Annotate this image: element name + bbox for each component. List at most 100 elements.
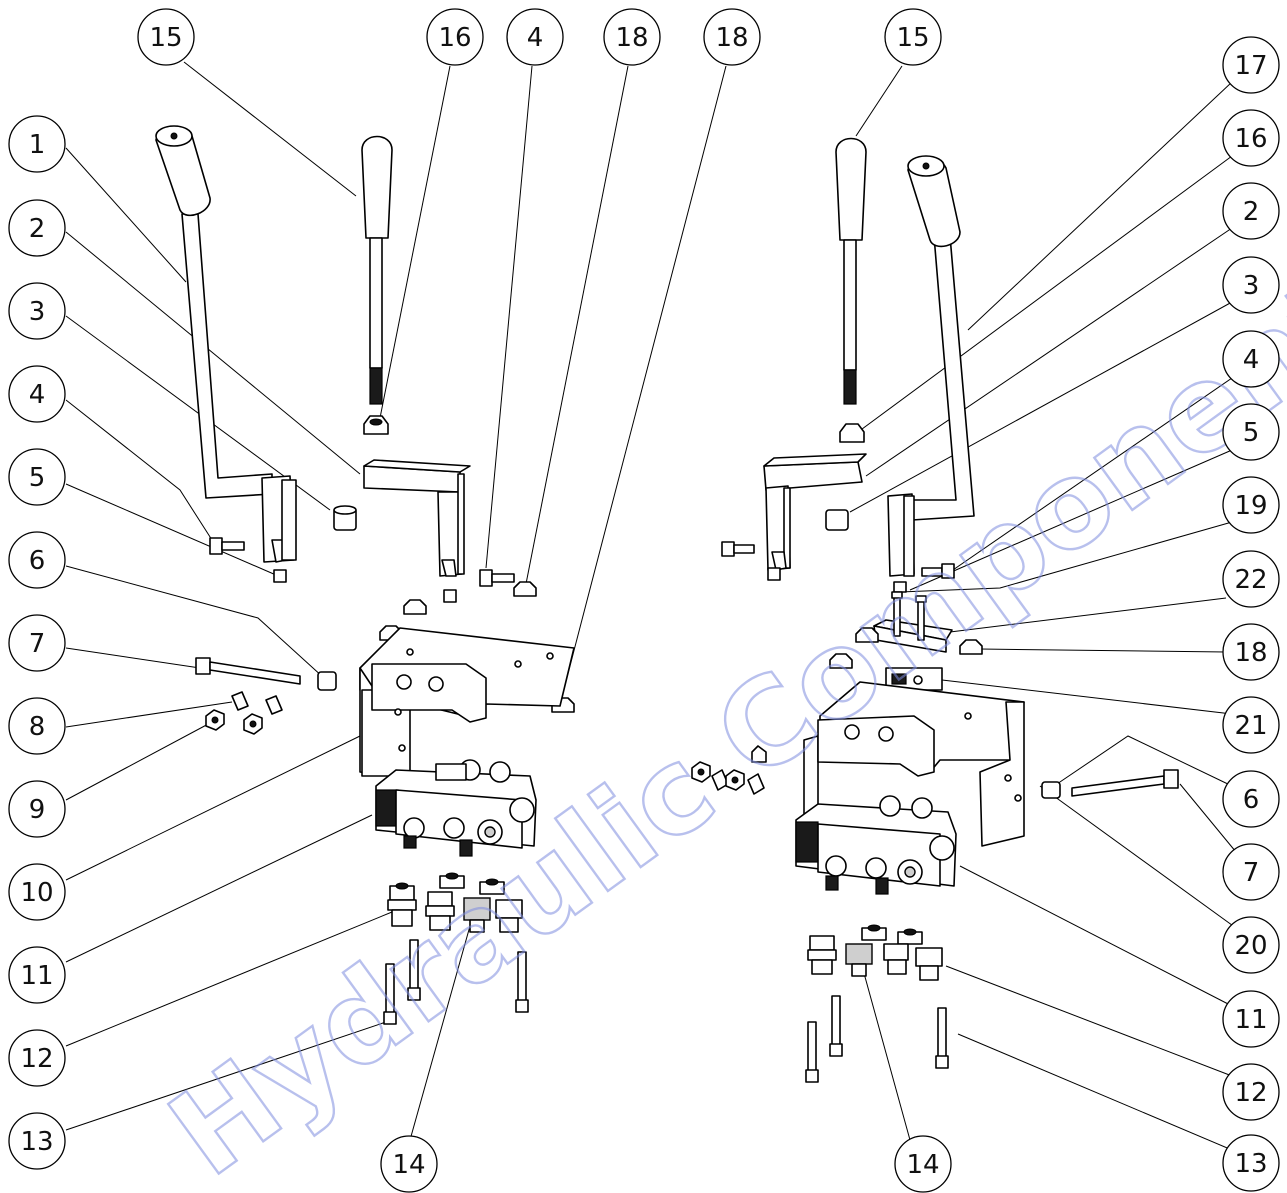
svg-text:5: 5: [29, 463, 46, 493]
left-bushing: [333, 505, 357, 531]
balloon-r-20: 20: [1222, 916, 1280, 974]
left-spacers: [273, 569, 457, 603]
left-pivot-bolts: [209, 537, 515, 587]
balloon-r-19: 19: [1222, 476, 1280, 534]
left-long-bolt: [195, 657, 301, 685]
svg-text:14: 14: [906, 1150, 939, 1180]
left-hex-nuts: [205, 709, 263, 735]
balloon-l-12: 12: [8, 1029, 66, 1087]
left-sleeve: [317, 671, 337, 691]
svg-text:3: 3: [29, 297, 46, 327]
svg-text:18: 18: [715, 23, 748, 53]
svg-text:16: 16: [1234, 124, 1267, 154]
balloon-r-3: 3: [1222, 256, 1280, 314]
left-fittings: [387, 872, 523, 933]
right-lever-handle: [907, 155, 975, 521]
balloon-l-1: 1: [8, 115, 66, 173]
right-fittings: [807, 924, 943, 981]
svg-text:9: 9: [29, 795, 46, 825]
left-lever-nut: [363, 415, 389, 435]
svg-text:20: 20: [1234, 931, 1267, 961]
svg-text:2: 2: [1243, 197, 1260, 227]
balloon-r-4: 4: [1222, 330, 1280, 388]
balloon-t-15b: 15: [884, 8, 942, 66]
balloon-t-16: 16: [426, 8, 484, 66]
balloon-r-21: 21: [1222, 696, 1280, 754]
item-balloons: 1 2 3 4 5 6 7 8 9 10 11 12 13 14 14 15 1…: [8, 8, 1280, 1193]
svg-text:4: 4: [527, 23, 544, 53]
right-spacers: [767, 567, 907, 593]
right-lever-bracket: [763, 453, 867, 571]
left-mounting-plate: [359, 627, 575, 777]
svg-text:12: 12: [1234, 1078, 1267, 1108]
svg-text:1: 1: [29, 130, 46, 160]
svg-text:22: 22: [1234, 565, 1267, 595]
svg-text:7: 7: [29, 629, 46, 659]
svg-text:15: 15: [149, 23, 182, 53]
balloon-r-5: 5: [1222, 403, 1280, 461]
svg-text:18: 18: [1234, 638, 1267, 668]
svg-text:7: 7: [1243, 858, 1260, 888]
balloon-r-6: 6: [1222, 770, 1280, 828]
left-set-screws: [231, 691, 283, 715]
right-micro-switch: [885, 667, 943, 691]
balloon-b-14a: 14: [380, 1135, 438, 1193]
svg-text:14: 14: [392, 1150, 425, 1180]
left-lever-handle: [155, 125, 273, 499]
right-assembly: [721, 137, 1179, 1083]
balloon-l-5: 5: [8, 448, 66, 506]
right-lever-fork: [887, 493, 915, 577]
svg-text:16: 16: [438, 23, 471, 53]
balloon-r-16: 16: [1222, 109, 1280, 167]
svg-text:4: 4: [29, 380, 46, 410]
balloon-t-18b: 18: [703, 8, 761, 66]
svg-text:11: 11: [1234, 1005, 1267, 1035]
svg-text:13: 13: [20, 1127, 53, 1157]
balloon-l-7: 7: [8, 614, 66, 672]
right-switch-bracket: [873, 591, 953, 653]
balloon-l-13: 13: [8, 1112, 66, 1170]
right-straight-lever: [835, 137, 867, 405]
svg-text:4: 4: [1243, 345, 1260, 375]
svg-text:12: 12: [20, 1044, 53, 1074]
svg-text:17: 17: [1234, 51, 1267, 81]
left-lever-bracket: [363, 459, 471, 577]
balloon-r-17: 17: [1222, 36, 1280, 94]
balloon-b-14b: 14: [894, 1135, 952, 1193]
svg-text:21: 21: [1234, 711, 1267, 741]
balloon-t-18a: 18: [603, 8, 661, 66]
left-assembly: [155, 125, 575, 1025]
svg-text:10: 10: [20, 878, 53, 908]
svg-text:19: 19: [1234, 491, 1267, 521]
balloon-r-12: 12: [1222, 1063, 1280, 1121]
right-plate-nuts: [829, 627, 983, 669]
centre-loose-parts: [691, 745, 767, 795]
left-lever-fork: [261, 475, 297, 563]
svg-text:15: 15: [896, 23, 929, 53]
svg-text:11: 11: [20, 961, 53, 991]
svg-text:13: 13: [1234, 1149, 1267, 1179]
right-valve-bolts: [805, 995, 949, 1083]
right-valve-body: [795, 795, 957, 895]
svg-text:3: 3: [1243, 271, 1260, 301]
svg-text:6: 6: [1243, 785, 1260, 815]
balloon-r-11: 11: [1222, 990, 1280, 1048]
leader-lines: [65, 61, 1237, 1151]
right-mounting-plate: [803, 681, 1025, 847]
balloon-t-15a: 15: [137, 8, 195, 66]
svg-text:18: 18: [615, 23, 648, 53]
right-lever-nut: [839, 423, 865, 443]
balloon-l-10: 10: [8, 863, 66, 921]
left-valve-bolts: [383, 939, 529, 1025]
watermark-text: Hydraulic Components: [145, 207, 1287, 1193]
balloon-l-4: 4: [8, 365, 66, 423]
right-sleeve: [1041, 781, 1061, 799]
svg-text:6: 6: [29, 546, 46, 576]
svg-text:8: 8: [29, 712, 46, 742]
svg-text:2: 2: [29, 214, 46, 244]
balloon-l-2: 2: [8, 199, 66, 257]
right-long-bolt: [1071, 769, 1179, 797]
right-bushing: [825, 509, 849, 531]
balloon-l-11: 11: [8, 946, 66, 1004]
